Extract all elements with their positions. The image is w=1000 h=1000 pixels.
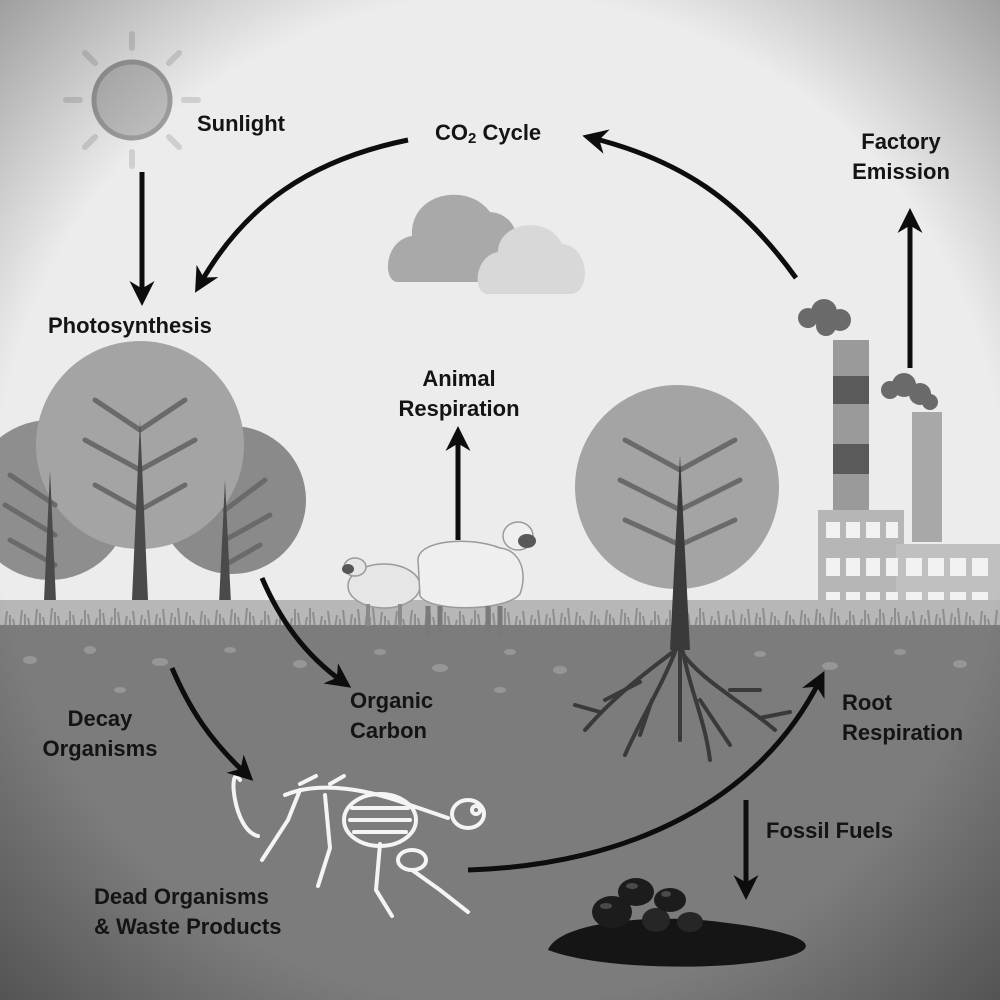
decay-organisms-line1: Decay (67, 706, 133, 731)
label-dead-organisms: Dead Organisms & Waste Products (94, 882, 281, 942)
label-photosynthesis: Photosynthesis (48, 311, 212, 341)
co2-suffix: Cycle (476, 120, 542, 145)
animal-respiration-line2: Respiration (398, 396, 520, 421)
co2-subscript: 2 (468, 130, 477, 147)
label-root-respiration: Root Respiration (842, 688, 963, 748)
label-sunlight: Sunlight (197, 109, 285, 139)
organic-carbon-line2: Carbon (350, 718, 427, 743)
root-respiration-line2: Respiration (842, 720, 964, 745)
dead-organisms-line2: & Waste Products (94, 914, 282, 939)
label-photosynthesis-text: Photosynthesis (48, 313, 212, 338)
label-fossil-fuels-text: Fossil Fuels (766, 818, 894, 843)
label-co2-cycle: CO2 Cycle (435, 118, 541, 154)
animal-respiration-line1: Animal (422, 366, 496, 391)
dead-organisms-line1: Dead Organisms (94, 884, 269, 909)
organic-carbon-line1: Organic (350, 688, 434, 713)
label-decay-organisms: Decay Organisms (20, 704, 180, 764)
co2-prefix: CO (435, 120, 468, 145)
label-fossil-fuels: Fossil Fuels (766, 816, 893, 846)
root-respiration-line1: Root (842, 690, 893, 715)
label-factory-emission: Factory Emission (826, 127, 976, 187)
factory-emission-line1: Factory (861, 129, 941, 154)
label-organic-carbon: Organic Carbon (350, 686, 433, 746)
decay-organisms-line2: Organisms (42, 736, 158, 761)
label-sunlight-text: Sunlight (197, 111, 285, 136)
label-animal-respiration: Animal Respiration (375, 364, 543, 424)
factory-emission-line2: Emission (852, 159, 950, 184)
